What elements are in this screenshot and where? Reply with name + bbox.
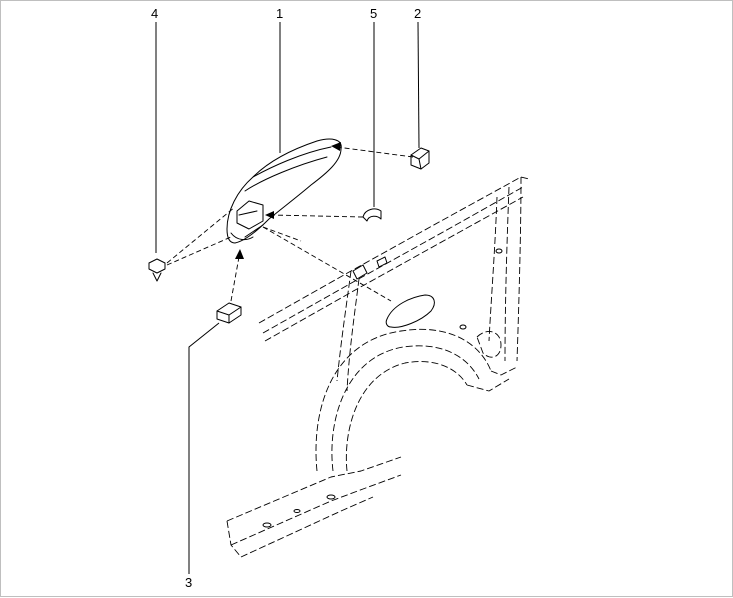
callout-4: 4 — [151, 6, 158, 21]
buffer-part — [216, 302, 242, 324]
grommet-part — [410, 147, 430, 170]
filler-housing-part — [226, 138, 342, 244]
body-side-panel — [226, 176, 530, 558]
callout-3: 3 — [185, 575, 192, 590]
callout-1: 1 — [276, 6, 283, 21]
screw-part — [148, 258, 166, 282]
callout-5: 5 — [370, 6, 377, 21]
leader-line-3 — [188, 322, 220, 574]
callout-2: 2 — [414, 6, 421, 21]
leader-line-2 — [417, 21, 420, 149]
clip-part — [362, 208, 382, 222]
assembly-lines — [166, 142, 414, 302]
